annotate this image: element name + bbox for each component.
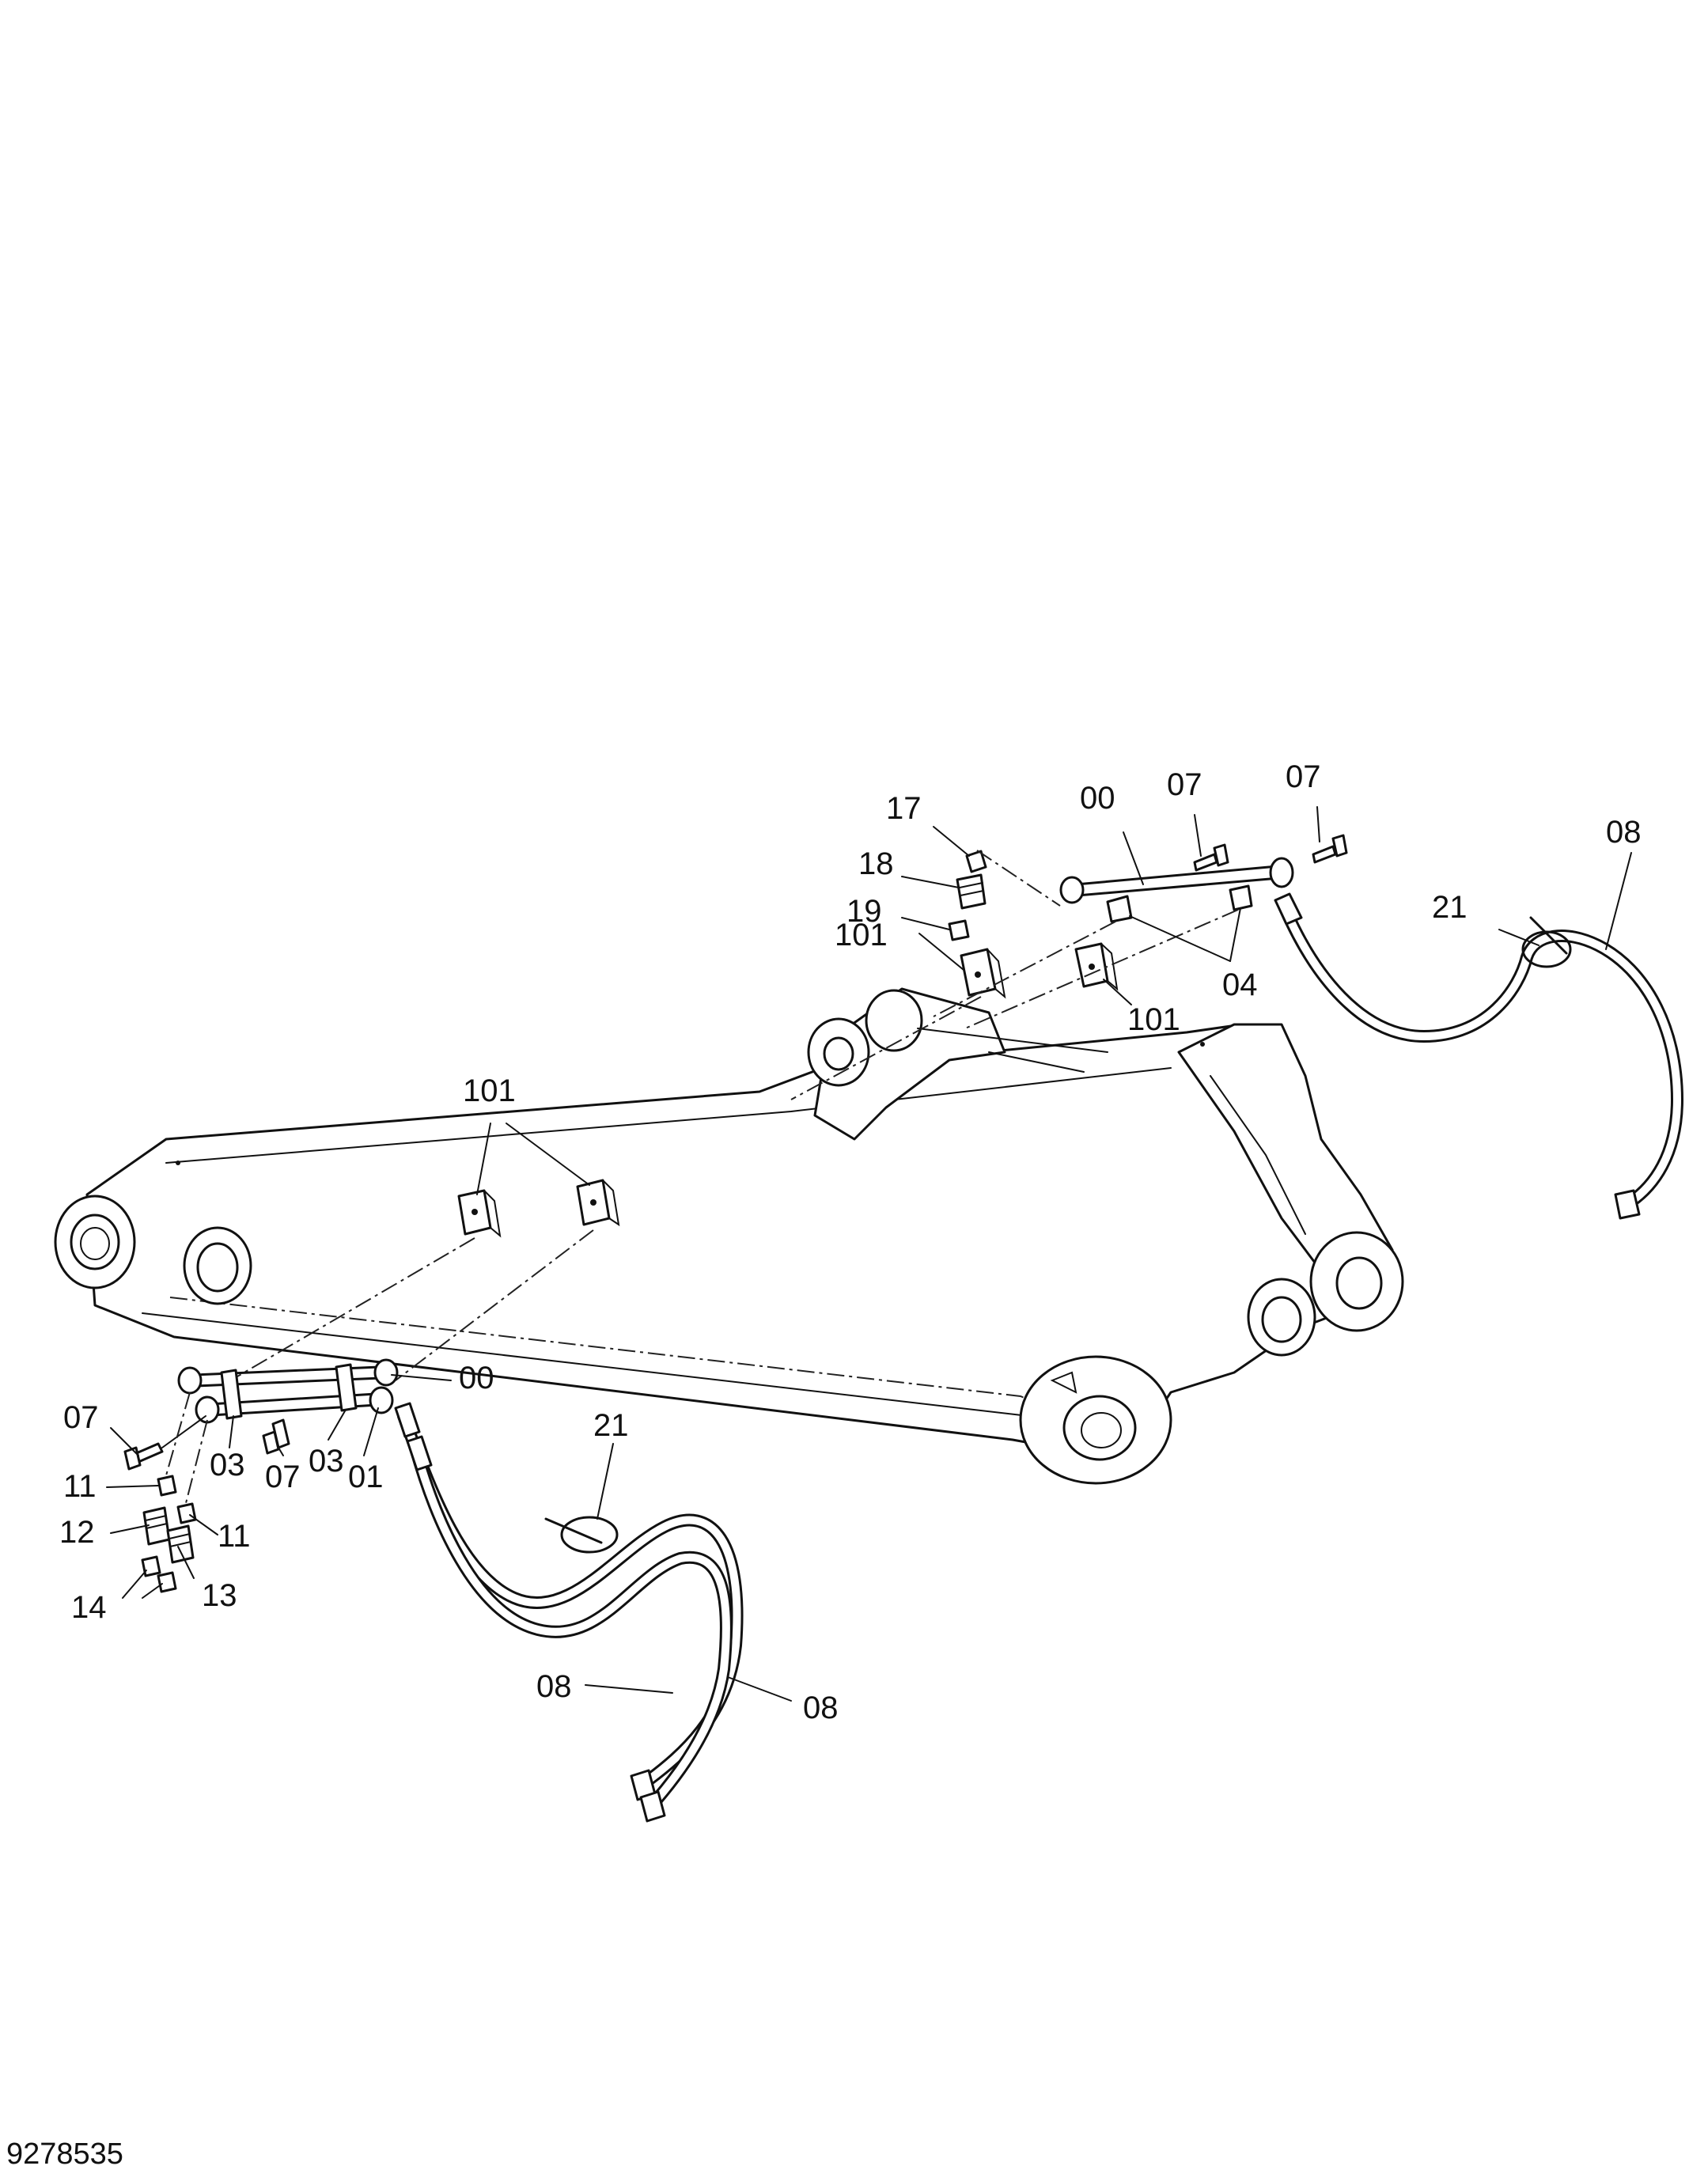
label-17: 17 <box>886 791 922 826</box>
second-pin-boss <box>183 1226 252 1305</box>
fitting-17 <box>965 850 987 873</box>
label-21-upper: 21 <box>1432 890 1468 925</box>
label-00-upper: 00 <box>1080 781 1115 816</box>
fitting-11-right <box>176 1502 197 1524</box>
label-07-lower-middle: 07 <box>265 1460 301 1494</box>
leader-lines <box>106 806 1632 1702</box>
upper-pipe-right-elbow <box>1269 857 1294 888</box>
callout-labels: 17 18 19 00 07 07 08 21 101 101 04 101 0… <box>6 759 1642 2171</box>
clamp-04-right <box>1229 884 1253 911</box>
boom-arm <box>54 987 1404 1485</box>
label-04: 04 <box>1222 967 1258 1002</box>
label-03-right: 03 <box>309 1444 344 1479</box>
label-08-lower-left: 08 <box>536 1669 572 1704</box>
clamp-04-left <box>1106 895 1133 923</box>
clamp-03-right <box>335 1363 358 1412</box>
lower-pipe-left-elbow-top <box>177 1366 203 1395</box>
label-21-lower: 21 <box>593 1408 629 1443</box>
label-101-upper-right: 101 <box>1127 1002 1180 1037</box>
cylinder-pin-boss <box>807 1017 870 1087</box>
label-03-left: 03 <box>210 1448 245 1482</box>
fitting-14-right <box>157 1571 177 1593</box>
lower-pipe-left-elbow-bottom <box>195 1395 220 1424</box>
left-pin-boss <box>54 1195 136 1289</box>
label-11-right: 11 <box>218 1519 251 1554</box>
label-07-lower-left: 07 <box>63 1400 99 1435</box>
right-pin-boss <box>1309 1231 1404 1332</box>
drawing-reference-number: 9278535 <box>6 2137 123 2171</box>
label-07-upper-left: 07 <box>1167 767 1202 802</box>
lower-pipe-right-elbow-bottom <box>369 1386 394 1414</box>
fitting-11-left <box>157 1475 177 1497</box>
label-11-left: 11 <box>63 1469 97 1504</box>
label-07-upper-right: 07 <box>1286 759 1321 794</box>
lower-pin-boss <box>1019 1355 1172 1485</box>
upper-pipe-left-elbow <box>1059 876 1085 904</box>
label-01: 01 <box>348 1460 384 1494</box>
label-19: 19 <box>846 894 882 929</box>
lower-pipe-right-elbow-top <box>373 1358 399 1387</box>
label-101-middle: 101 <box>463 1073 516 1108</box>
label-14: 14 <box>71 1590 107 1625</box>
label-101-upper-left: 101 <box>835 918 888 952</box>
middle-clamps <box>237 1179 620 1381</box>
bolt-07-upper-right <box>1312 845 1337 864</box>
lower-pipe-assembly <box>123 1358 744 1823</box>
label-00-lower: 00 <box>459 1361 494 1395</box>
hose-tie-21-lower <box>560 1516 619 1554</box>
fitting-19 <box>948 919 970 941</box>
upper-pipe-assembly <box>790 834 1683 1220</box>
label-18: 18 <box>858 846 894 881</box>
bolt-07-upper-left <box>1193 853 1218 872</box>
clamp-03-left <box>220 1369 243 1420</box>
label-08-lower-right: 08 <box>803 1691 839 1725</box>
label-13: 13 <box>202 1578 237 1613</box>
label-08-upper: 08 <box>1606 815 1642 850</box>
fitting-14-left <box>141 1555 161 1577</box>
label-12: 12 <box>59 1515 95 1550</box>
